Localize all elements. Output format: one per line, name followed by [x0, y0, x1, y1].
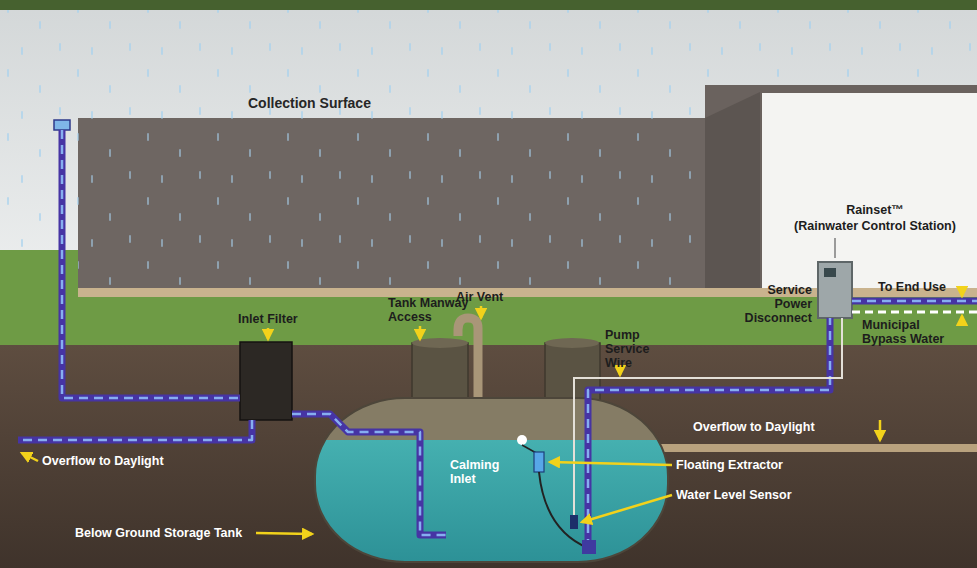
- part-label: Service Power Disconnect: [738, 283, 812, 325]
- flow-label: Overflow to Daylight: [42, 454, 164, 468]
- part-label: Calming Inlet: [450, 458, 512, 486]
- station-label: (Rainwater Control Station): [785, 219, 965, 233]
- part-label: Below Ground Storage Tank: [75, 526, 242, 540]
- part-label: Inlet Filter: [238, 312, 298, 326]
- flow-label: Overflow to Daylight: [693, 420, 815, 434]
- flow-label: Municipal Bypass Water: [862, 318, 957, 346]
- surface-label: Collection Surface: [248, 96, 371, 112]
- part-label: Pump Service Wire: [605, 328, 660, 370]
- part-label: Floating Extractor: [676, 458, 783, 472]
- part-label: Water Level Sensor: [676, 488, 792, 502]
- station-label: Rainset™: [785, 203, 965, 217]
- part-label: Tank Manway Access: [388, 296, 478, 324]
- flow-label: To End Use: [878, 280, 946, 294]
